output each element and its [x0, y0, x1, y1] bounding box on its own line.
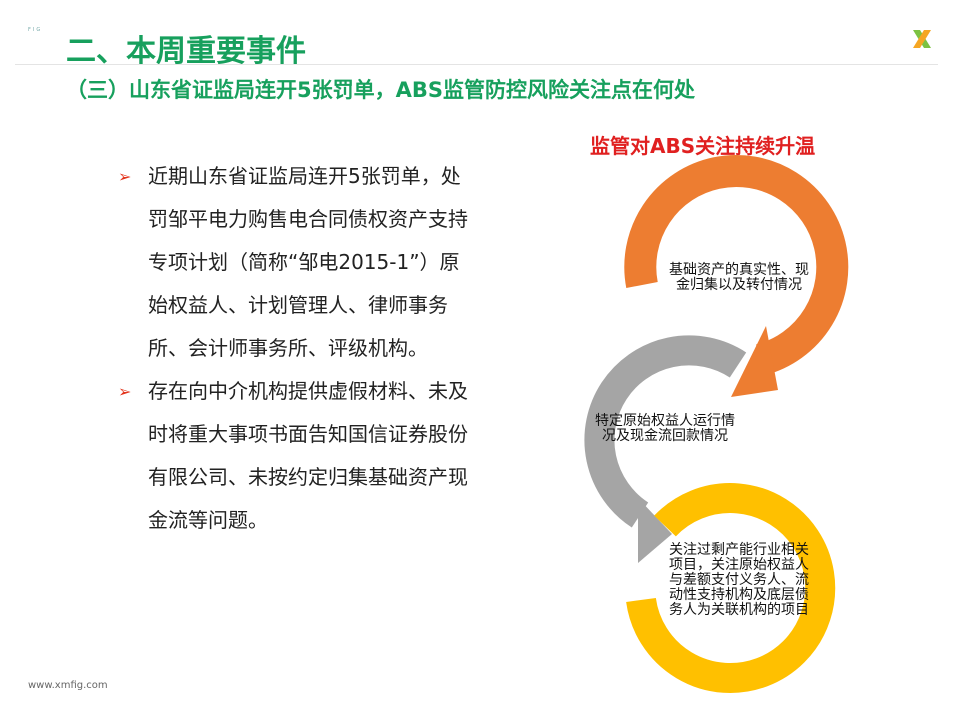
page-subtitle: （三）山东省证监局连开5张罚单，ABS监管防控风险关注点在何处: [66, 78, 695, 102]
gray-cycle-arrow: [584, 335, 747, 563]
footer-url: www.xmfig.com: [28, 680, 108, 691]
brand-logo-icon: [910, 27, 934, 55]
step-label-1: 基础资产的真实性、现金归集以及转付情况: [669, 262, 809, 293]
bullet-item: ➢存在向中介机构提供虚假材料、未及时将重大事项书面告知国信证券股份有限公司、未按…: [118, 370, 478, 542]
bullet-item: ➢近期山东省证监局连开5张罚单，处罚邹平电力购售电合同债权资产支持专项计划（简称…: [118, 155, 478, 370]
step-label-2: 特定原始权益人运行情况及现金流回款情况: [595, 413, 735, 444]
step-label-3: 关注过剩产能行业相关项目，关注原始权益人与差额支付义务人、流动性支持机构及底层债…: [669, 542, 809, 618]
bullet-arrow-icon: ➢: [118, 167, 132, 186]
page-title: 二、本周重要事件: [66, 34, 306, 69]
header-divider: [15, 64, 938, 65]
logo-text-small: FIG: [28, 27, 43, 33]
orange-cycle-arrow: [624, 154, 849, 397]
yellow-cycle-arrow: [626, 483, 836, 693]
diagram-title: 监管对ABS关注持续升温: [590, 134, 816, 158]
bullet-arrow-icon: ➢: [118, 382, 132, 401]
bullet-list: ➢近期山东省证监局连开5张罚单，处罚邹平电力购售电合同债权资产支持专项计划（简称…: [118, 155, 478, 542]
